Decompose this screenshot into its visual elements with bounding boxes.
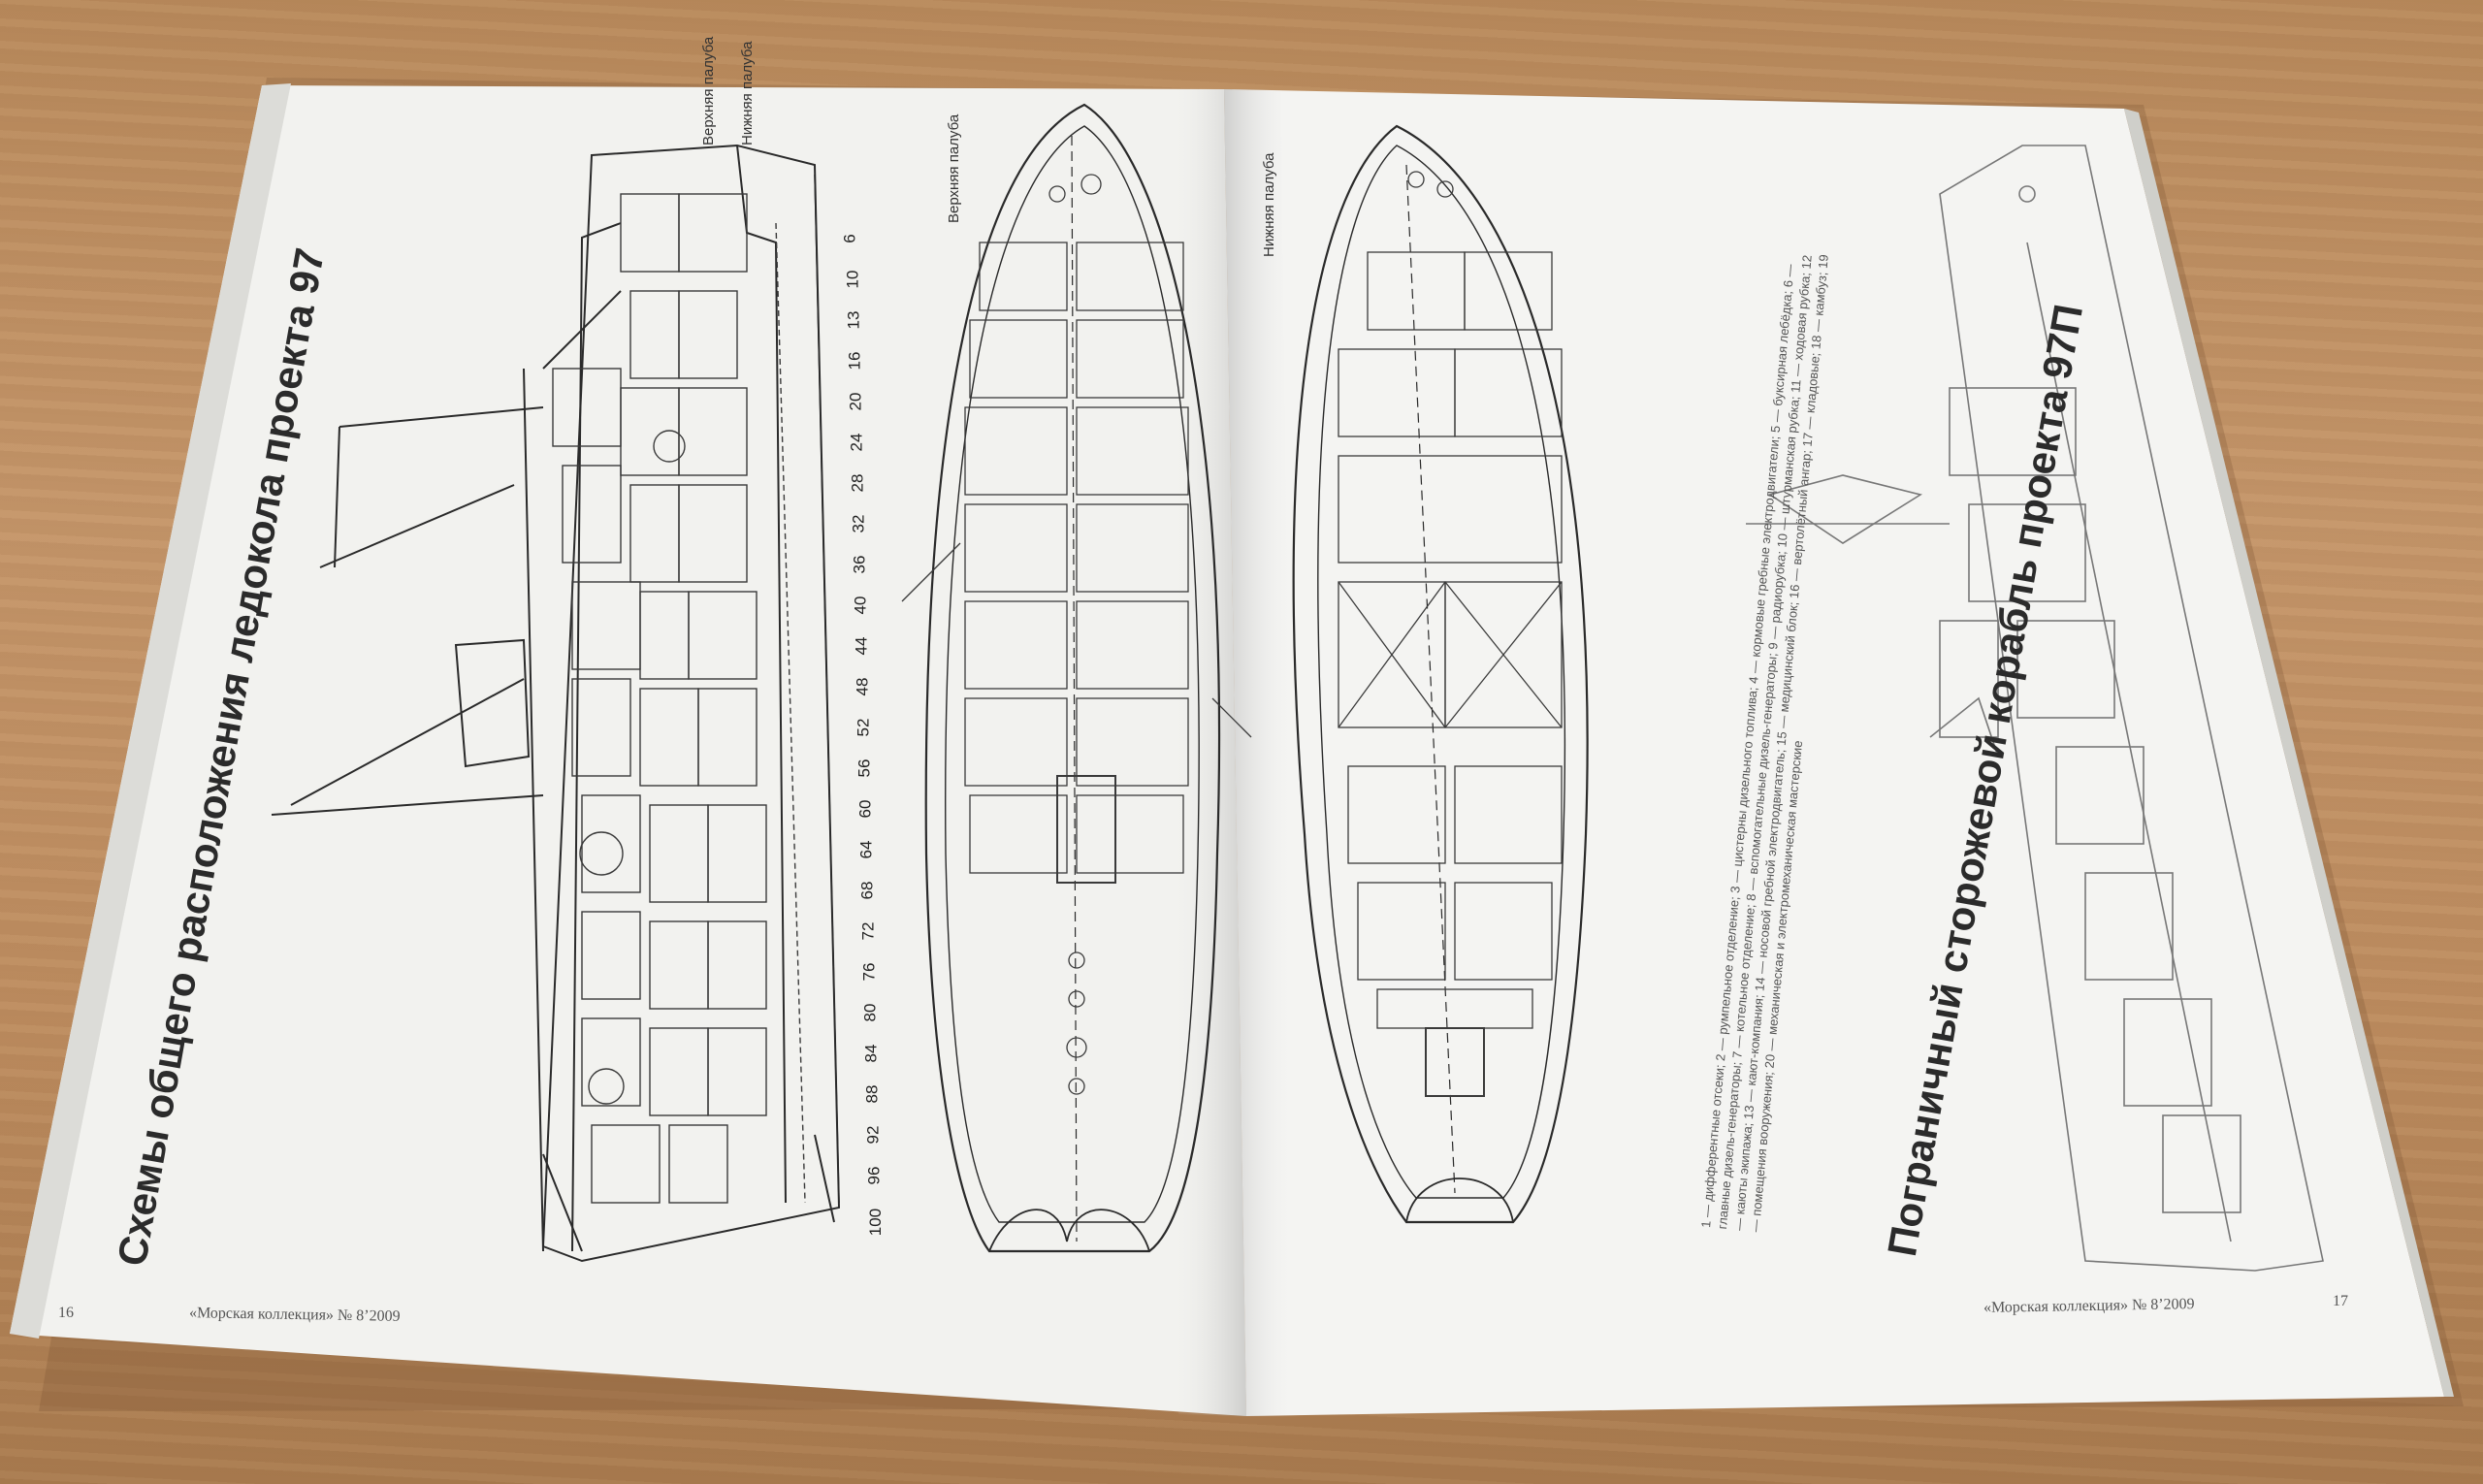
ship-side-profile-drawing bbox=[271, 144, 841, 1263]
side-profile-deck-label-lower: Нижняя палуба bbox=[739, 41, 756, 145]
frame-number: 24 bbox=[847, 433, 866, 452]
frame-number: 96 bbox=[864, 1166, 884, 1185]
frame-number: 28 bbox=[848, 473, 867, 493]
left-page-number: 16 bbox=[58, 1305, 74, 1321]
ship-profile-compartments bbox=[552, 193, 806, 1204]
frame-number: 88 bbox=[862, 1084, 882, 1104]
left-page bbox=[10, 83, 1246, 1416]
frame-number: 72 bbox=[858, 921, 878, 941]
lower-deck-plan-label: Нижняя палуба bbox=[1261, 152, 1277, 257]
lower-deck-plan-rooms bbox=[1338, 171, 1563, 1097]
left-page-footer: «Морская коллекция» № 8’2009 bbox=[188, 1305, 401, 1325]
frame-number: 10 bbox=[843, 270, 862, 289]
frame-number: 80 bbox=[860, 1003, 880, 1022]
frame-number: 76 bbox=[859, 962, 879, 982]
frame-number: 52 bbox=[854, 718, 873, 737]
lower-deck-plan-drawing bbox=[1292, 124, 1589, 1224]
frame-number: 92 bbox=[863, 1125, 883, 1145]
side-profile-deck-label-upper: Верхняя палуба bbox=[700, 36, 717, 145]
frame-number: 44 bbox=[852, 636, 871, 656]
frame-number: 48 bbox=[853, 677, 872, 696]
upper-deck-plan-rooms bbox=[901, 174, 1252, 1095]
frame-scale bbox=[814, 174, 840, 1204]
frame-number: 68 bbox=[857, 881, 877, 900]
right-page bbox=[1224, 89, 2454, 1416]
frame-number: 6 bbox=[840, 234, 859, 243]
frame-number: 13 bbox=[844, 310, 863, 330]
right-page-number: 17 bbox=[2333, 1293, 2348, 1309]
frame-number: 16 bbox=[845, 351, 864, 371]
frame-number: 84 bbox=[861, 1044, 881, 1063]
frame-number: 60 bbox=[855, 799, 875, 819]
frame-number: 100 bbox=[866, 1208, 886, 1237]
frame-number: 36 bbox=[850, 555, 869, 574]
frame-number: 40 bbox=[851, 596, 870, 615]
patrol-ship-profile-drawing bbox=[1746, 145, 2324, 1272]
frame-number: 20 bbox=[846, 392, 865, 411]
frame-number: 32 bbox=[849, 514, 868, 533]
upper-deck-plan-label: Верхняя палуба bbox=[946, 113, 962, 223]
right-page-footer: «Морская коллекция» № 8’2009 bbox=[1983, 1296, 2195, 1316]
frame-number: 64 bbox=[856, 840, 876, 859]
frame-number: 56 bbox=[855, 758, 874, 778]
